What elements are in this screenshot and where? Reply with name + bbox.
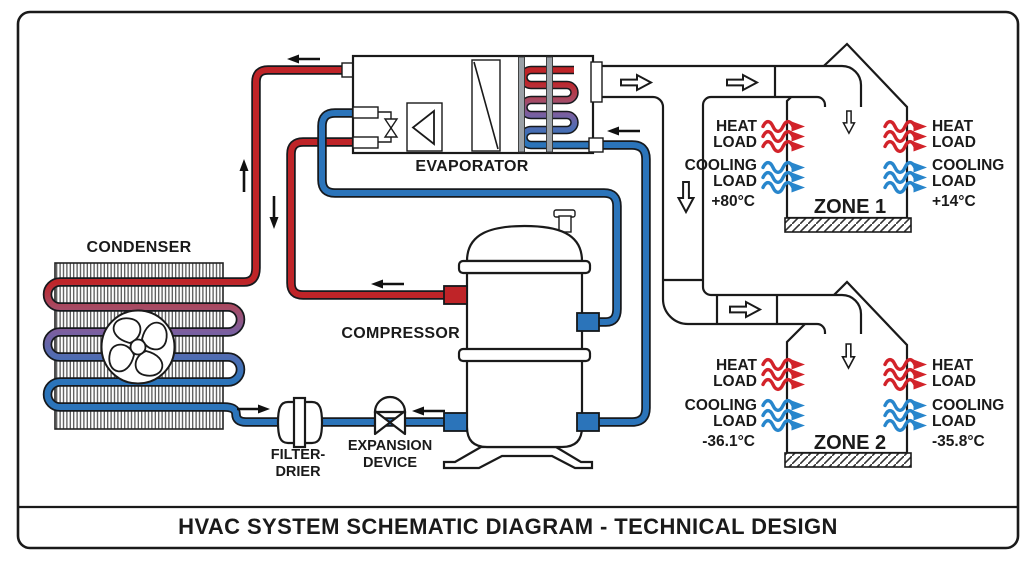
compressor-mid-band [457,347,592,363]
compressor-base [442,445,594,470]
zone1-left-cooling-label: COOLING [685,157,757,174]
internal-valve-icon [383,118,399,130]
zone2-left-heat-label: HEAT [716,357,758,374]
zone1-left-heat-label: HEAT [716,118,758,135]
filter-drier-band [292,396,307,449]
zone1-right-heat-label: HEAT [932,118,974,135]
zone1-right-cooling-label: COOLING [932,157,1004,174]
zone1-left-cool-load-label: LOAD [713,173,757,190]
refrigerant-pipes [286,108,651,427]
zone1-right-heat-load-label: LOAD [932,134,976,151]
compressor-fitting [558,215,572,233]
compressor-label: COMPRESSOR [341,325,460,342]
condenser-unit [42,65,449,430]
zone2-left-heat-load-label: LOAD [713,373,757,390]
coil-bracket [546,56,553,153]
coil-bracket [518,56,525,153]
duct-bottom-edge [711,95,827,107]
duct-branch-left-edge [601,95,827,334]
zone1-label: ZONE 1 [814,196,886,218]
expansion-valve-dome [373,395,407,414]
zone2-right-heat-load-label: LOAD [932,373,976,390]
duct-seams [663,66,779,324]
filter-drier-label-1: FILTER- [271,447,326,463]
condenser-label: CONDENSER [87,239,192,256]
evaporator-connector [352,136,379,149]
compressor-dome [465,224,584,263]
duct-branch-right-edge [701,95,863,334]
zone2-left-temp: -36.1°C [702,433,755,450]
duct-top-edge [601,64,863,107]
coil-outlet-stub [588,137,604,153]
zone1-floor-hatch [784,217,912,233]
evaporator-label: EVAPORATOR [415,158,528,175]
zone2-floor-hatch [784,452,912,468]
zone1-right-cool-load-label: LOAD [932,173,976,190]
zone1-left-heat-load-label: LOAD [713,134,757,151]
supply-outlet-stub [590,61,603,103]
evaporator-connector [352,106,379,119]
expansion-valve-icon [388,409,407,436]
liquid-port [443,412,468,432]
expansion-device-label-2: DEVICE [363,455,417,471]
expansion-device-label-1: EXPANSION [348,438,432,454]
zone2-right-temp: -35.8°C [932,433,985,450]
discharge-port [443,285,468,305]
evaporator-unit [341,54,604,155]
filter-drier-label-2: DRIER [275,464,321,480]
zone2-label: ZONE 2 [814,432,886,454]
blower-icon [411,109,435,146]
supply-duct-network [601,64,863,369]
hot-gas-pipe [288,139,449,298]
diagram-title: HVAC SYSTEM SCHEMATIC DIAGRAM - TECHNICA… [178,514,838,539]
title-strip: HVAC SYSTEM SCHEMATIC DIAGRAM - TECHNICA… [19,505,1017,539]
condenser-coil-pipe [44,67,449,425]
suction-pipe-upper [319,110,620,325]
compressor-neck-band [457,259,592,275]
suction-port-lower [576,412,600,432]
suction-pipe-lower [594,142,649,425]
internal-valve-icon [383,126,399,138]
filter-drier [276,396,324,449]
zone2-left-cooling-label: COOLING [685,397,757,414]
zone1-right-temp: +14°C [932,193,976,210]
expansion-valve-icon [373,409,392,436]
suction-port-upper [576,312,600,332]
zone2-right-cooling-label: COOLING [932,397,1004,414]
zone1-left-temp: +80°C [711,193,755,210]
zone2-left-cool-load-label: LOAD [713,413,757,430]
compressor-unit [442,209,600,470]
zone2-right-heat-label: HEAT [932,357,974,374]
zone2-right-cool-load-label: LOAD [932,413,976,430]
labels: CONDENSER EVAPORATOR COMPRESSOR FILTER- … [87,118,1005,480]
expansion-device [373,395,407,436]
condenser-fan-icon [100,309,176,385]
